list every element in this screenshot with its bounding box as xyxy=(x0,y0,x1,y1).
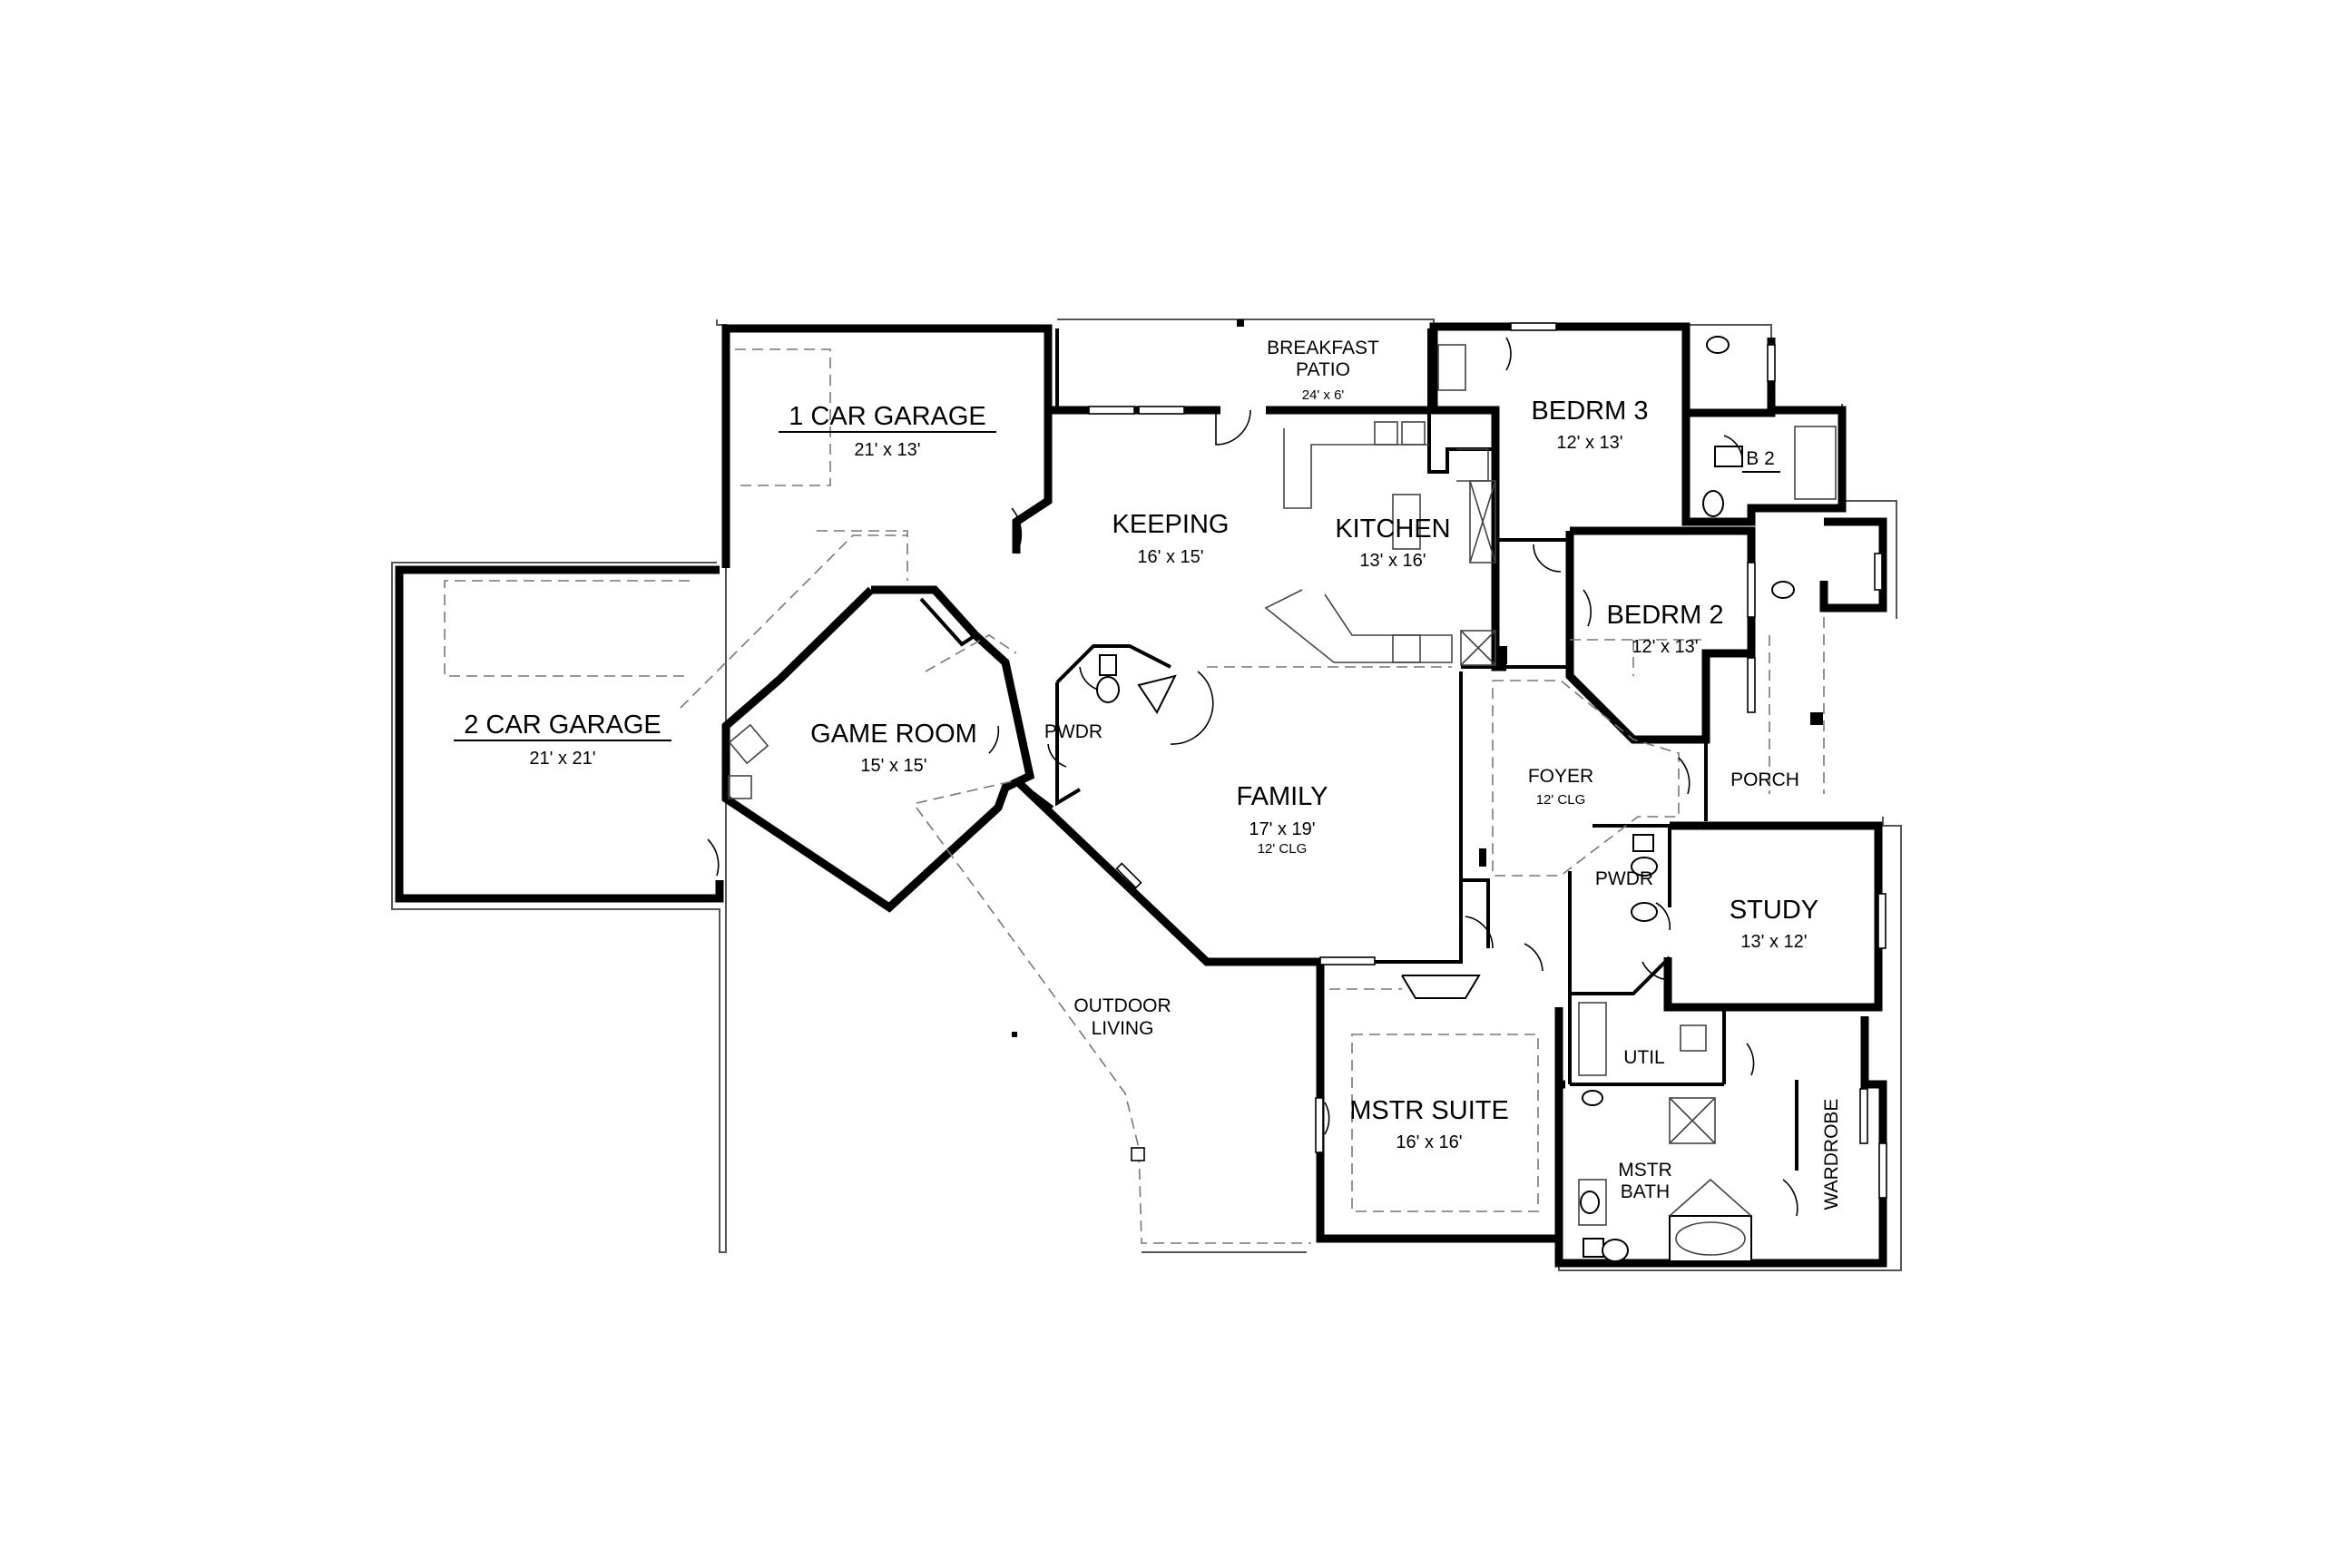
posts xyxy=(1012,319,1823,1161)
family-label: FAMILY xyxy=(1237,782,1328,811)
breakfast-patio-dim: 24' x 6' xyxy=(1302,387,1345,403)
keeping-dim: 16' x 15' xyxy=(1137,547,1203,567)
pwdr2-label: PWDR xyxy=(1595,868,1653,889)
porch-label: PORCH xyxy=(1730,769,1799,790)
exterior-outline xyxy=(391,318,1902,1271)
game-room-dim: 15' x 15' xyxy=(860,756,926,776)
mstr-suite-dim: 16' x 16' xyxy=(1396,1132,1462,1152)
breakfast-patio-label-line1: BREAKFAST xyxy=(1267,338,1379,358)
fixtures xyxy=(728,336,1837,1262)
family-dim: 17' x 19' xyxy=(1249,819,1315,839)
outdoor-living-label-line2: LIVING xyxy=(1092,1018,1154,1039)
kitchen-label: KITCHEN xyxy=(1335,514,1450,544)
bedrm3-dim: 12' x 13' xyxy=(1556,433,1622,453)
wardrobe-label: WARDROBE xyxy=(1821,1099,1842,1210)
room-labels: 1 CAR GARAGE 21' x 13' 2 CAR GARAGE 21' … xyxy=(454,338,1842,1210)
bedrm2-label: BEDRM 2 xyxy=(1607,601,1724,630)
two-car-garage-label: 2 CAR GARAGE xyxy=(464,710,662,740)
keeping-label: KEEPING xyxy=(1112,510,1230,539)
two-car-garage-dim: 21' x 21' xyxy=(529,749,595,769)
study-label: STUDY xyxy=(1730,896,1818,925)
dashed-lines xyxy=(444,348,1825,1244)
outdoor-living-label-line1: OUTDOOR xyxy=(1073,995,1171,1016)
door-swings xyxy=(707,337,1798,1217)
mstr-bath-label-line1: MSTR xyxy=(1618,1160,1672,1181)
windows xyxy=(1088,322,1887,1199)
kitchen-dim: 13' x 16' xyxy=(1359,551,1426,571)
pwdr1-label: PWDR xyxy=(1044,721,1102,742)
interior-walls xyxy=(919,328,1798,1171)
bath2-label: B 2 xyxy=(1746,448,1775,469)
util-label: UTIL xyxy=(1623,1047,1665,1068)
exterior-walls xyxy=(395,322,1887,1268)
mstr-bath-label-line2: BATH xyxy=(1621,1181,1670,1202)
one-car-garage-label: 1 CAR GARAGE xyxy=(789,402,986,431)
one-car-garage-dim: 21' x 13' xyxy=(854,440,920,460)
bedrm2-dim: 12' x 13' xyxy=(1632,637,1698,657)
foyer-label: FOYER xyxy=(1528,766,1593,787)
bedrm3-label: BEDRM 3 xyxy=(1532,397,1649,426)
mstr-suite-label: MSTR SUITE xyxy=(1349,1096,1509,1125)
foyer-ceiling: 12' CLG xyxy=(1536,792,1586,808)
family-ceiling: 12' CLG xyxy=(1258,841,1308,857)
breakfast-patio-label-line2: PATIO xyxy=(1296,359,1350,380)
study-dim: 13' x 12' xyxy=(1740,932,1807,952)
game-room-label: GAME ROOM xyxy=(810,720,977,749)
